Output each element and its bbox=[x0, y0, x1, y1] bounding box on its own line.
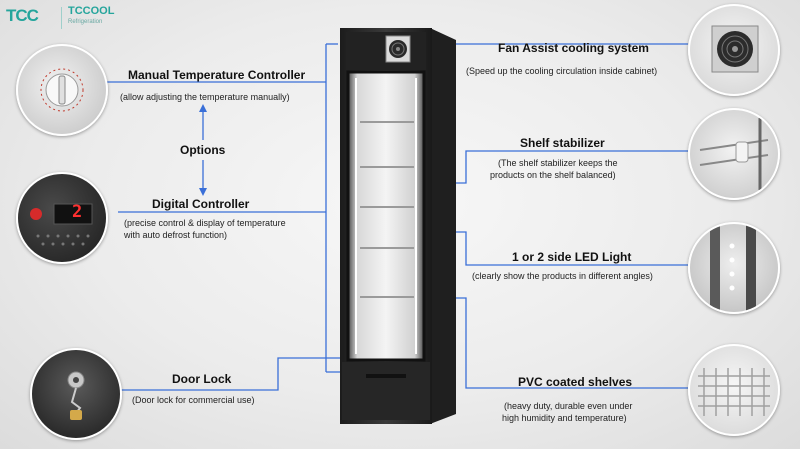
digital-display-reading: 2 bbox=[72, 202, 83, 222]
digital-controller-title: Digital Controller bbox=[152, 197, 250, 211]
shelf-stabilizer-desc-line2: products on the shelf balanced) bbox=[490, 170, 616, 180]
refrigerator bbox=[340, 28, 456, 424]
logo-divider bbox=[61, 7, 62, 29]
digital-display-icon bbox=[30, 203, 93, 246]
shelf-stabilizer-desc-line1: (The shelf stabilizer keeps the bbox=[498, 158, 618, 168]
fan-icon bbox=[385, 35, 411, 63]
brand-name: TCCOOL bbox=[68, 5, 115, 17]
pvc-shelves-photo bbox=[688, 344, 780, 436]
options-label: Options bbox=[180, 143, 226, 157]
led-strip-icon bbox=[710, 224, 756, 312]
shelf-clip-icon bbox=[699, 118, 769, 190]
shelf-stabilizer-title: Shelf stabilizer bbox=[520, 136, 605, 150]
manual-controller-desc: (allow adjusting the temperature manuall… bbox=[120, 92, 290, 102]
digital-controller-desc-line1: (precise control & display of temperatur… bbox=[124, 218, 286, 228]
pvc-shelves-title: PVC coated shelves bbox=[518, 375, 633, 389]
lock-icon bbox=[67, 371, 85, 420]
brand-tagline: Refrigeration bbox=[68, 19, 103, 25]
brand-logo-mark: TCC bbox=[6, 6, 39, 25]
fan-title: Fan Assist cooling system bbox=[498, 41, 649, 55]
fan-photo bbox=[688, 4, 780, 96]
manual-controller-title: Manual Temperature Controller bbox=[128, 68, 306, 82]
door-lock-photo bbox=[30, 348, 122, 440]
digital-controller-photo: 2 bbox=[16, 172, 108, 264]
thermostat-knob-icon bbox=[40, 68, 84, 112]
pvc-shelves-desc-line2: high humidity and temperature) bbox=[502, 413, 627, 423]
manual-controller-photo bbox=[16, 44, 108, 136]
led-light-title: 1 or 2 side LED Light bbox=[512, 250, 632, 264]
pvc-shelves-desc-line1: (heavy duty, durable even under bbox=[504, 401, 633, 411]
door-lock-desc: (Door lock for commercial use) bbox=[132, 395, 255, 405]
wire-shelf-icon bbox=[698, 368, 770, 416]
led-light-photo bbox=[688, 222, 780, 314]
shelf-stabilizer-photo bbox=[688, 108, 780, 200]
fan-desc: (Speed up the cooling circulation inside… bbox=[466, 66, 658, 76]
led-light-desc: (clearly show the products in different … bbox=[472, 271, 653, 281]
door-lock-title: Door Lock bbox=[172, 372, 232, 386]
fan-grille-icon bbox=[711, 25, 759, 73]
digital-controller-desc-line2: with auto defrost function) bbox=[124, 230, 228, 240]
